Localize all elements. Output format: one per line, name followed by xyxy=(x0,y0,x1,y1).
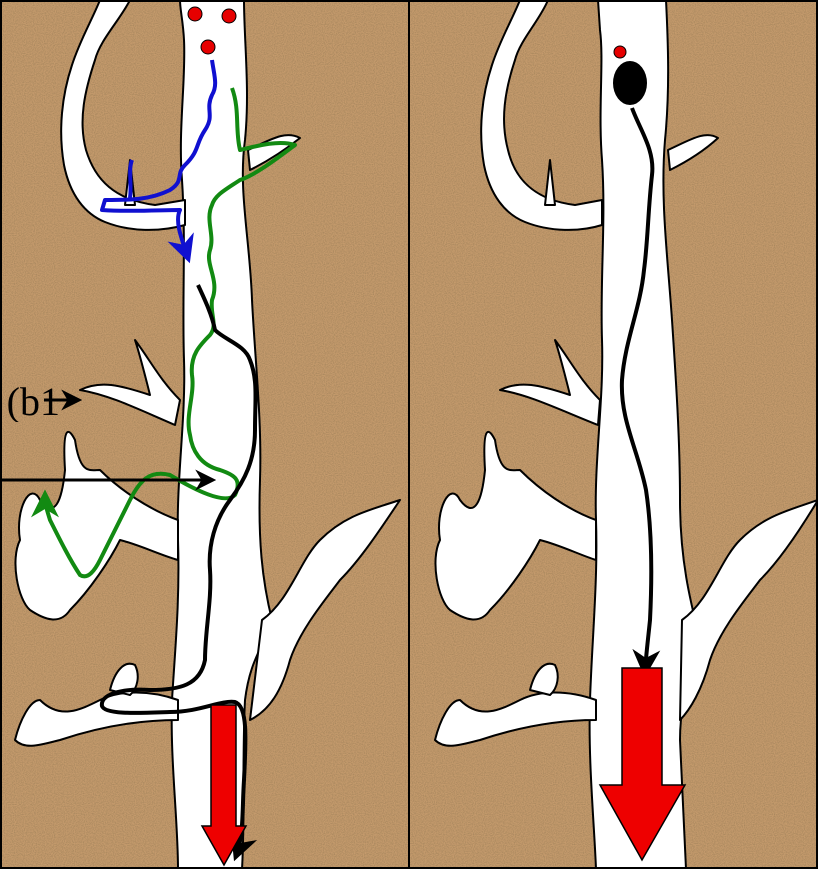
blue-path-tick xyxy=(130,160,132,198)
red-dot-1 xyxy=(188,7,202,21)
black-blob-icon xyxy=(613,61,647,105)
partial-label: b1) xyxy=(0,382,60,422)
red-dot-3 xyxy=(201,40,215,54)
red-dot-2 xyxy=(222,9,236,23)
right-red-dot xyxy=(614,46,626,58)
